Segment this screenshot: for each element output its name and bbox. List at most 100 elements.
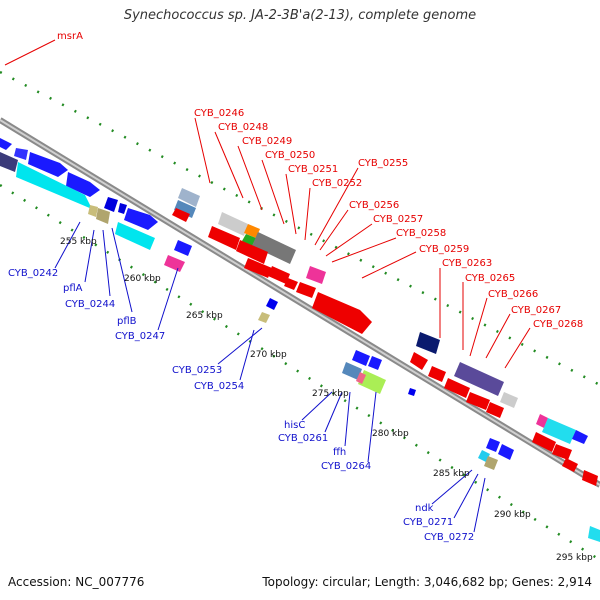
gene-label: pflA [63,283,83,294]
scale-tick-label: 295 kbp [556,553,593,563]
callouts-blue [54,221,486,533]
gene-label: pflB [117,316,137,327]
gene-arrow [444,378,470,398]
gene-label: CYB_0244 [65,299,115,310]
gene-label: CYB_0251 [288,164,338,175]
gene-arrow [244,258,272,278]
gene-label: CYB_0265 [465,273,515,284]
gene-arrow [118,203,127,214]
gene-label: CYB_0252 [312,178,362,189]
scale-tick-label: 255 kbp [60,237,97,247]
gene-box [242,234,256,246]
gene-label: CYB_0257 [373,214,423,225]
gene-label: CYB_0254 [194,381,244,392]
scale-tick-label: 265 kbp [186,311,223,321]
gene-label: CYB_0259 [419,244,469,255]
scale-ticks: 255 kbp 260 kbp 265 kbp 270 kbp 275 kbp … [60,237,593,563]
gene-arrow [268,266,290,284]
scale-tick-label: 290 kbp [494,510,531,520]
gene-box [536,414,548,428]
gene-features [0,138,600,542]
gene-label: CYB_0258 [396,228,446,239]
gene-arrow [552,444,572,460]
gene-box [252,232,296,264]
gene-arrow [582,470,598,486]
accession-text: Accession: NC_007776 [8,575,145,589]
gene-arrow [174,240,192,256]
gene-arrow [562,458,578,472]
gene-box [454,362,504,396]
gene-arrow [408,388,416,396]
gene-box [218,212,248,236]
scale-tick-label: 275 kbp [312,389,349,399]
gene-label: CYB_0264 [321,461,371,472]
gene-box [16,162,92,209]
gene-label: CYB_0246 [194,108,244,119]
gene-box [96,208,110,224]
gene-label: CYB_0255 [358,158,408,169]
gene-arrow [266,298,278,310]
gene-box [588,526,600,542]
gene-arrow [208,226,240,250]
gene-arrow [368,356,382,370]
gene-label: hisC [284,420,305,431]
gene-arrow [410,352,428,370]
topology-summary: Topology: circular; Length: 3,046,682 bp… [262,575,592,589]
scale-tick-label: 260 kbp [124,274,161,284]
gene-box [164,255,185,272]
gene-box [342,362,362,380]
gene-arrow [172,208,190,222]
gene-box [416,332,440,354]
gene-label: ndk [415,503,434,514]
gene-label: CYB_0248 [218,122,268,133]
gene-label: CYB_0253 [172,365,222,376]
gene-arrow [28,152,68,177]
gene-arrow [352,350,370,366]
gene-label: CYB_0271 [403,517,453,528]
gene-label: CYB_0272 [424,532,474,543]
callouts-red [4,39,531,369]
gc-track-outer [0,70,600,387]
scale-tick-label: 280 kbp [372,429,409,439]
gc-track-inner [0,183,600,562]
gene-arrow [312,292,372,334]
scale-tick-label: 285 kbp [433,469,470,479]
gene-label: CYB_0250 [265,150,315,161]
gene-label: CYB_0256 [349,200,399,211]
gene-label: CYB_0261 [278,433,328,444]
gene-label: CYB_0242 [8,268,58,279]
gene-arrow [236,240,268,264]
gene-arrow [284,278,298,290]
gene-label: msrA [57,31,83,42]
gene-box [500,392,518,408]
gene-arrow [14,148,28,160]
gene-box [258,312,270,323]
gene-arrow [428,366,446,382]
gene-arrow [486,402,504,418]
gene-arrow [0,138,12,150]
gene-arrow [104,197,118,212]
gene-arrow [486,438,500,452]
gene-label: CYB_0249 [242,136,292,147]
gene-box [542,418,576,444]
gene-arrow [572,430,588,444]
gene-label: CYB_0267 [511,305,561,316]
gene-box [484,456,498,470]
gene-label: CYB_0266 [488,289,538,300]
gene-arrow [532,432,556,452]
gene-arrow [296,282,316,298]
scale-tick-label: 270 kbp [250,350,287,360]
gene-label: CYB_0247 [115,331,165,342]
labels-blue: CYB_0242 pflA CYB_0244 pflB CYB_0247 CYB… [8,268,474,543]
gene-box [115,222,155,250]
gene-box [356,372,366,384]
labels-red: msrA CYB_0246 CYB_0248 CYB_0249 CYB_0250… [57,31,583,330]
gene-box [88,205,98,217]
gene-box [0,152,18,172]
gene-box [174,200,196,218]
gene-label: CYB_0268 [533,319,583,330]
gene-box [306,266,326,284]
gene-arrow [466,392,490,410]
gene-arrow [66,172,100,197]
